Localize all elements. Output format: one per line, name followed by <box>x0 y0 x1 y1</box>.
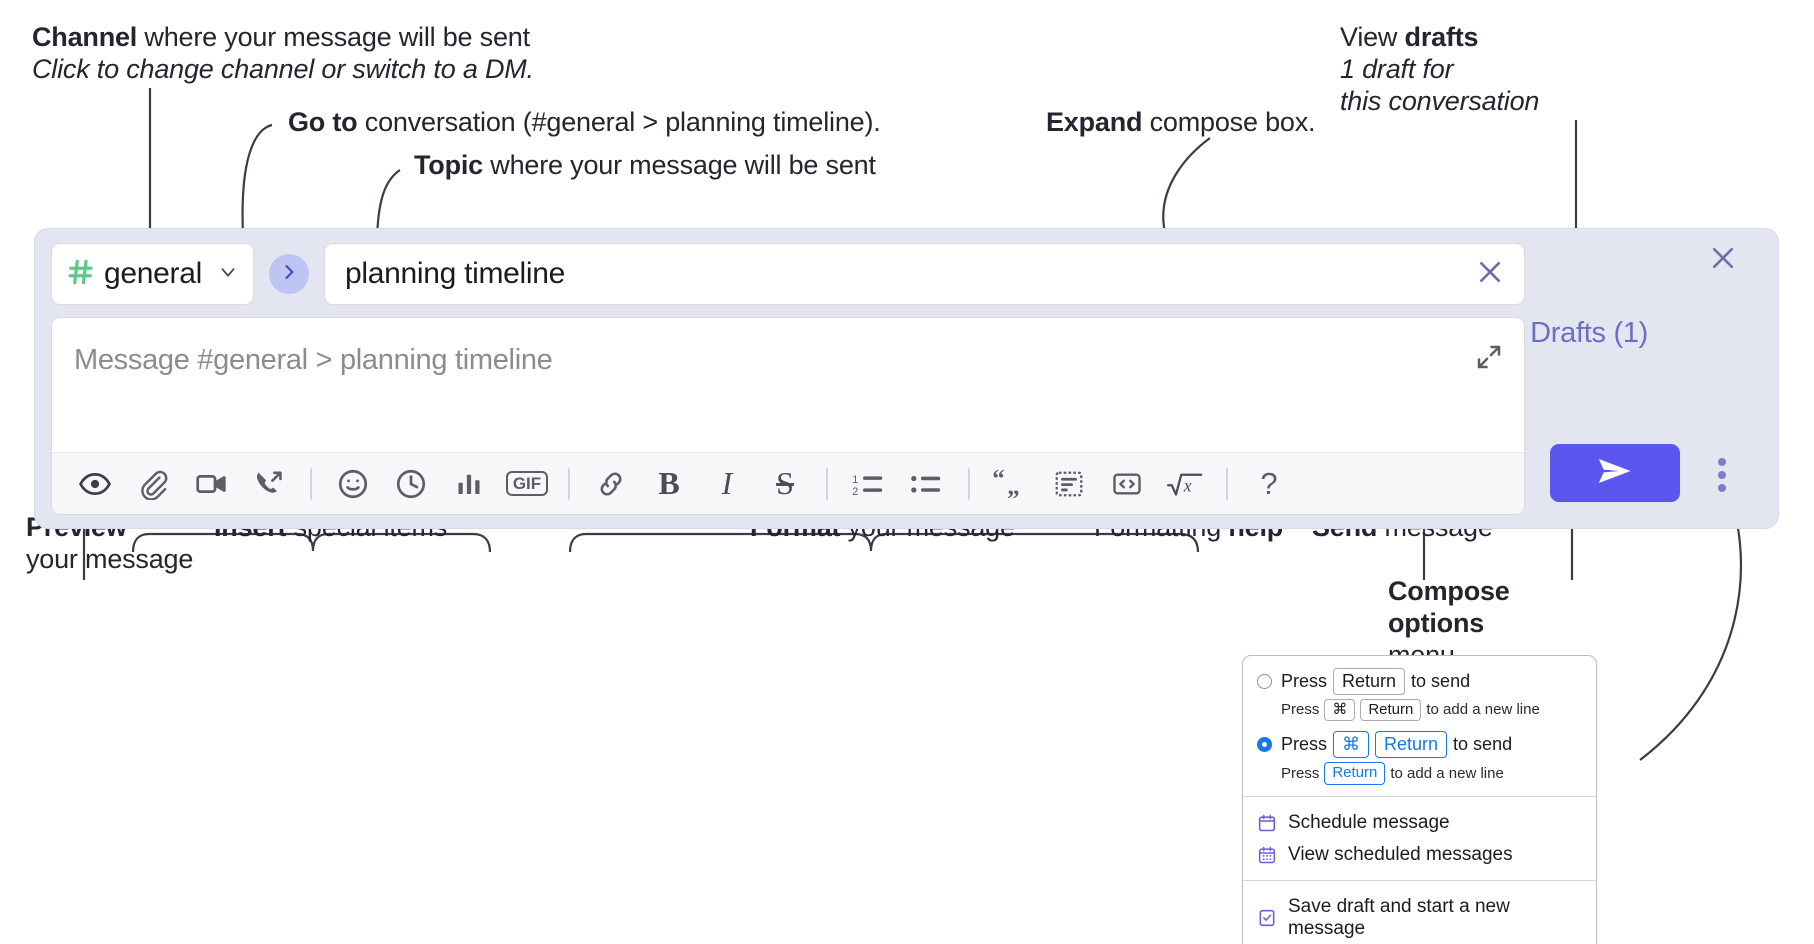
key-return: Return <box>1360 698 1422 722</box>
send-button[interactable] <box>1550 444 1680 502</box>
menu-option-return-sub: Press ⌘ Return to add a new line <box>1243 697 1596 724</box>
svg-text:“: “ <box>992 469 1005 493</box>
option2-pre: Press <box>1281 734 1328 754</box>
svg-text:„: „ <box>1007 473 1020 499</box>
annotation-channel: Channel where your message will be sent … <box>32 22 534 84</box>
topic-input[interactable]: planning timeline <box>324 243 1525 305</box>
phone-call-icon[interactable] <box>240 460 298 508</box>
calendar-schedule-icon <box>1257 813 1277 833</box>
help-label: ? <box>1260 465 1278 501</box>
vertical-dots-icon <box>1718 471 1726 479</box>
option2-sub-post: to add a new line <box>1390 764 1504 782</box>
strikethrough-icon[interactable]: S <box>756 460 814 508</box>
vertical-dots-icon <box>1718 458 1726 466</box>
channel-selector-button[interactable]: general <box>51 243 254 305</box>
chevron-down-icon <box>217 261 239 288</box>
option1-sub-pre: Press <box>1281 701 1320 719</box>
menu-item-label: Schedule message <box>1288 811 1450 833</box>
svg-text:2: 2 <box>852 485 858 497</box>
option2-post: to send <box>1453 734 1513 754</box>
emoji-smiley-icon[interactable] <box>324 460 382 508</box>
annotation-expand: Expand compose box. <box>1046 107 1316 137</box>
toolbar-separator <box>310 467 312 500</box>
key-return: Return <box>1375 731 1448 758</box>
message-input-box[interactable]: Message #general > planning timeline <box>51 317 1525 515</box>
code-block-icon[interactable] <box>1040 460 1098 508</box>
menu-item-view-scheduled-messages[interactable]: View scheduled messages <box>1243 839 1596 871</box>
draft-section: Save draft and start a new message <box>1243 879 1596 944</box>
formatting-toolbar: GIF B I <box>52 452 1524 514</box>
toolbar-separator <box>968 467 970 500</box>
poll-bar-chart-icon[interactable] <box>440 460 498 508</box>
compose-panel: general planning timeline <box>34 228 1779 529</box>
svg-text:1: 1 <box>852 473 858 485</box>
compose-options-menu: Press Return to send Press ⌘ Return to a… <box>1242 655 1597 944</box>
menu-item-save-draft[interactable]: Save draft and start a new message <box>1243 891 1596 944</box>
compose-options-button[interactable] <box>1718 458 1726 492</box>
goto-conversation-button[interactable] <box>269 254 309 294</box>
key-return: Return <box>1333 668 1406 695</box>
option1-pre: Press <box>1281 670 1328 691</box>
ordered-list-icon[interactable]: 1 2 <box>840 460 898 508</box>
hash-icon <box>66 257 96 292</box>
option2-sub-pre: Press <box>1281 764 1320 782</box>
attachment-paperclip-icon[interactable] <box>124 460 182 508</box>
channel-name-label: general <box>104 257 202 290</box>
bold-icon[interactable]: B <box>640 460 698 508</box>
menu-item-schedule-message[interactable]: Schedule message <box>1243 807 1596 839</box>
bold-label: B <box>658 465 680 501</box>
menu-option-cmd-return-to-send[interactable]: Press ⌘ Return to send <box>1243 729 1596 760</box>
inline-code-icon[interactable] <box>1098 460 1156 508</box>
close-icon[interactable] <box>1474 256 1506 293</box>
toolbar-separator <box>1226 467 1228 500</box>
bulleted-list-icon[interactable] <box>898 460 956 508</box>
annotation-goto: Go to conversation (#general > planning … <box>288 107 881 137</box>
menu-option-return-to-send[interactable]: Press Return to send <box>1243 666 1596 697</box>
key-return: Return <box>1324 761 1386 785</box>
blockquote-icon[interactable]: “ „ <box>982 460 1040 508</box>
chevron-right-icon <box>279 262 299 287</box>
drafts-link[interactable]: Drafts (1) <box>1530 317 1648 349</box>
clock-icon[interactable] <box>382 460 440 508</box>
schedule-section: Schedule message View scheduled messages <box>1243 795 1596 880</box>
preview-icon[interactable] <box>66 460 124 508</box>
radio-unselected-icon[interactable] <box>1257 673 1272 689</box>
send-paper-plane-icon <box>1594 454 1636 493</box>
italic-label: I <box>721 465 733 501</box>
calendar-grid-icon <box>1257 845 1277 865</box>
message-placeholder: Message #general > planning timeline <box>74 344 553 376</box>
annotation-drafts: View drafts 1 draft for this conversatio… <box>1340 22 1540 116</box>
vertical-dots-icon <box>1718 484 1726 492</box>
menu-item-label: Save draft and start a new message <box>1288 895 1510 939</box>
radio-selected-icon[interactable] <box>1257 737 1272 752</box>
menu-option-cmd-return-sub: Press Return to add a new line <box>1243 760 1596 787</box>
key-command: ⌘ <box>1324 698 1356 722</box>
svg-text:x: x <box>1183 475 1192 495</box>
toolbar-separator <box>826 467 828 500</box>
key-command: ⌘ <box>1333 731 1370 758</box>
toolbar-separator <box>568 467 570 500</box>
annotation-topic: Topic where your message will be sent <box>414 150 876 180</box>
option1-sub-post: to add a new line <box>1426 701 1540 719</box>
compose-header-row: general planning timeline <box>51 243 1525 305</box>
link-icon[interactable] <box>582 460 640 508</box>
latex-icon[interactable]: x <box>1156 460 1214 508</box>
annotation-compose-options: Compose options menu <box>1388 576 1510 670</box>
save-draft-check-icon <box>1257 908 1277 928</box>
topic-value: planning timeline <box>345 257 566 290</box>
send-shortcut-options: Press Return to send Press ⌘ Return to a… <box>1243 656 1596 796</box>
gif-icon[interactable]: GIF <box>498 460 556 508</box>
help-question-icon[interactable]: ? <box>1240 460 1298 508</box>
strikethrough-label: S <box>776 465 794 501</box>
option1-post: to send <box>1411 670 1471 691</box>
video-camera-icon[interactable] <box>182 460 240 508</box>
italic-icon[interactable]: I <box>698 460 756 508</box>
expand-diagonal-icon[interactable] <box>1474 342 1504 377</box>
menu-item-label: View scheduled messages <box>1288 843 1513 865</box>
gif-label: GIF <box>505 471 549 496</box>
close-icon[interactable] <box>1708 243 1738 278</box>
